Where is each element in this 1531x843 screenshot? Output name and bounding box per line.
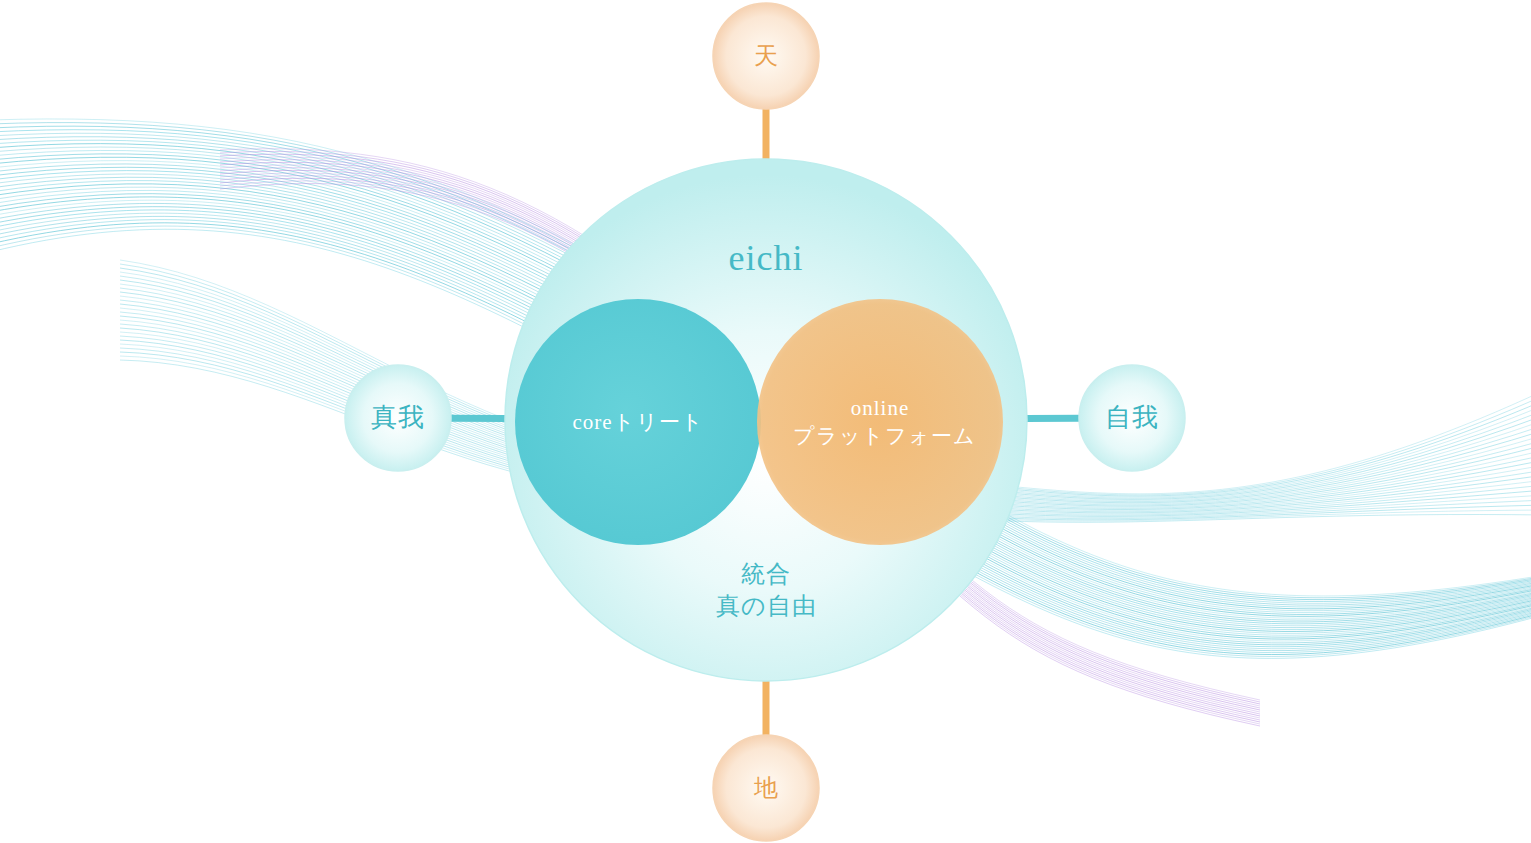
node-label: 真我	[371, 400, 425, 435]
wave-line	[220, 151, 1260, 702]
wave-line	[0, 207, 1531, 645]
online-platform-circle: online プラットフォーム	[756, 298, 1004, 546]
circle-outline	[756, 298, 1004, 546]
node-label: 自我	[1105, 400, 1159, 435]
wave-line	[0, 184, 1531, 632]
wave-line	[220, 157, 1260, 706]
connector-line	[763, 108, 770, 160]
true-self-circle: 真我	[344, 364, 452, 472]
node-label: 地	[754, 772, 779, 804]
wave-line	[0, 190, 1531, 635]
earth-circle: 地	[712, 734, 820, 842]
wave-line	[0, 194, 1531, 638]
wave-line	[220, 154, 1260, 704]
node-label: online プラットフォーム	[793, 394, 968, 451]
heaven-circle: 天	[712, 2, 820, 110]
wave-line	[220, 149, 1260, 700]
connector-line	[450, 415, 506, 422]
connector-line	[1026, 415, 1080, 422]
brand-title: eichi	[729, 234, 804, 283]
eichi-sphere: eichi 統合 真の自由 coreトリート online プラットフォーム	[504, 158, 1028, 682]
node-label: coreトリート	[572, 408, 703, 436]
ego-circle: 自我	[1078, 364, 1186, 472]
core-treat-circle: coreトリート	[514, 298, 762, 546]
wave-line	[220, 160, 1260, 708]
wave-line	[0, 181, 1531, 630]
node-label: 統合 真の自由	[706, 558, 826, 623]
wave-line	[0, 203, 1531, 643]
wave-line	[0, 200, 1531, 641]
node-label: 天	[754, 40, 779, 72]
connector-line	[763, 680, 770, 736]
wave-line	[0, 210, 1531, 647]
wave-line	[0, 187, 1531, 633]
wave-line	[0, 197, 1531, 639]
